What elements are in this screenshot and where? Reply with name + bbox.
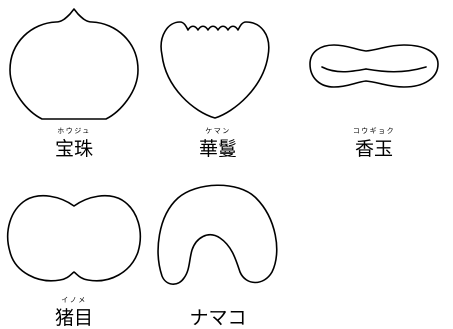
keman-reading: ケマン <box>205 127 231 135</box>
kougyoku-reading: コウギョク <box>353 127 395 135</box>
kougyoku-inner-curve-left <box>321 66 367 73</box>
namako-outline <box>157 184 278 285</box>
keman-label: 華鬘 <box>199 137 237 160</box>
shape-inome: イノメ 猪目 <box>6 194 142 329</box>
houju-label: 宝珠 <box>55 138 93 160</box>
inome-label: 猪目 <box>55 307 93 329</box>
kougyoku-inner-curve-right <box>365 66 427 73</box>
shape-kougyoku: コウギョク 香玉 <box>309 44 439 160</box>
keman-outline <box>160 21 270 119</box>
inome-reading: イノメ <box>61 296 87 304</box>
houju-outline <box>9 8 139 120</box>
shape-houju: ホウジュ 宝珠 <box>9 8 139 160</box>
kougyoku-outline <box>309 44 439 88</box>
namako-label: ナマコ <box>189 307 246 329</box>
shape-namako: ナマコ <box>157 184 278 329</box>
shape-keman: ケマン 華鬘 <box>160 21 270 160</box>
houju-reading: ホウジュ <box>57 127 91 135</box>
kougyoku-label: 香玉 <box>355 138 393 160</box>
inome-outline <box>6 194 142 282</box>
